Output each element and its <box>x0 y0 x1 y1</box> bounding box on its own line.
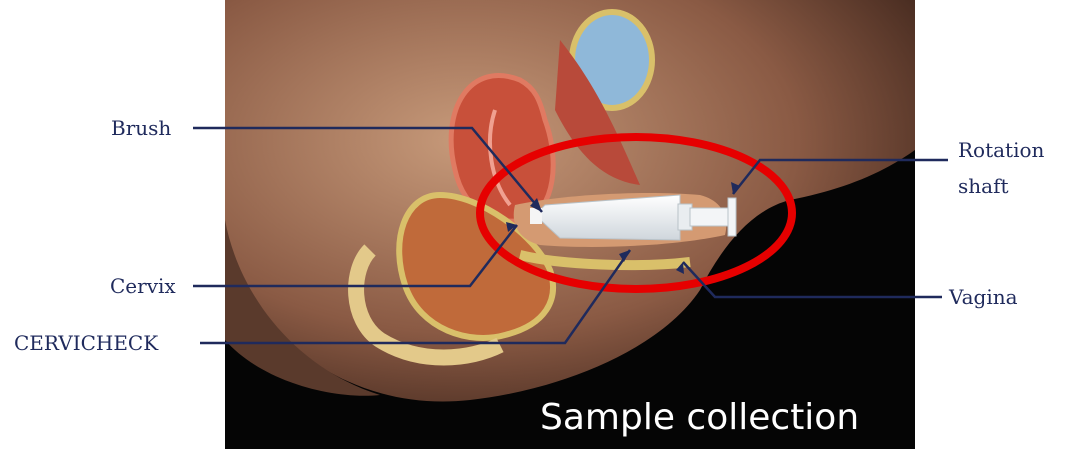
label-rotation-shaft-line2: shaft <box>958 174 1009 198</box>
label-rotation-shaft-line1: Rotation <box>958 138 1044 162</box>
label-cervicheck: CERVICHECK <box>14 331 158 355</box>
label-cervix: Cervix <box>110 274 176 298</box>
label-brush: Brush <box>111 116 171 140</box>
label-vagina: Vagina <box>949 285 1018 309</box>
caption-sample-collection: Sample collection <box>540 398 859 438</box>
